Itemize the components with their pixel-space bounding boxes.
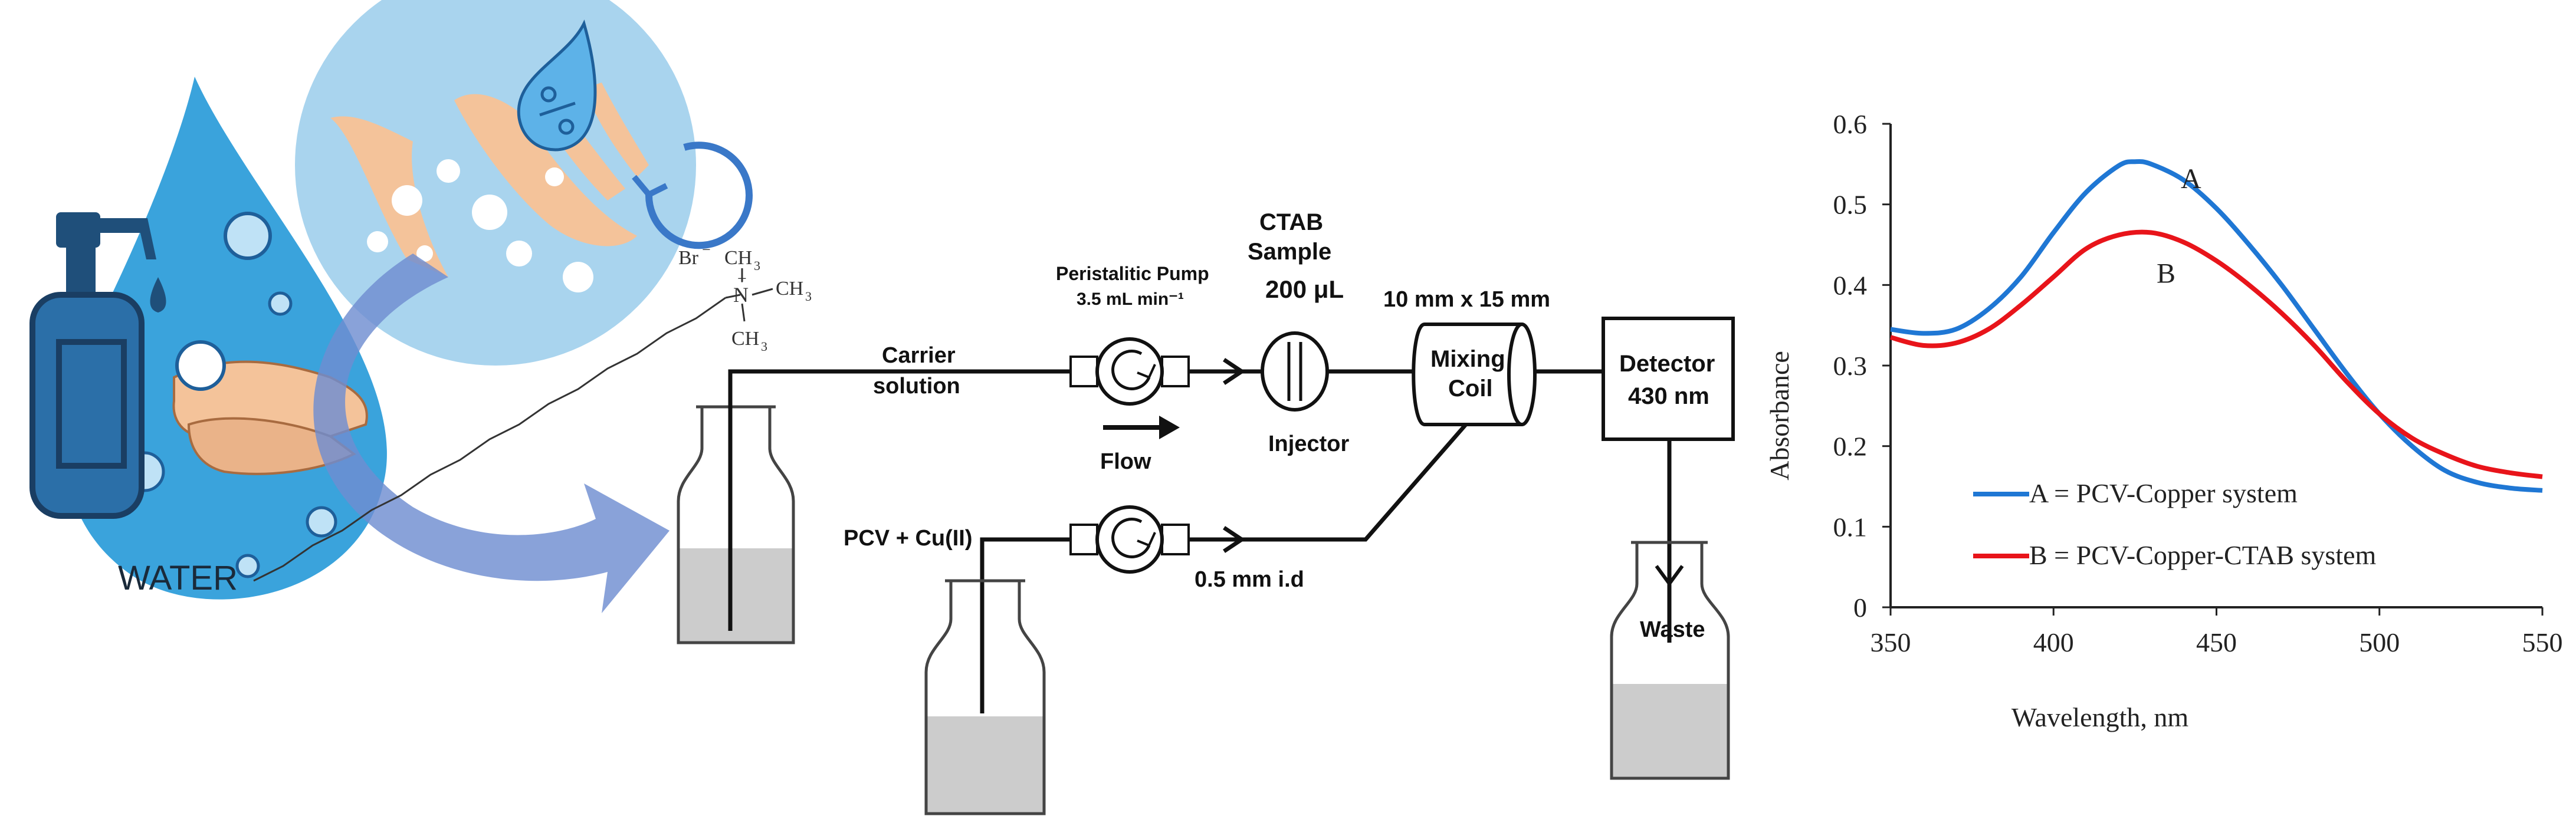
mixing-coil-label-line2: Coil bbox=[1448, 376, 1493, 402]
svg-text:3: 3 bbox=[761, 339, 767, 354]
x-tick-label: 350 bbox=[1871, 627, 1911, 657]
svg-text:CH: CH bbox=[731, 328, 759, 350]
waste-label: Waste bbox=[1640, 617, 1705, 642]
svg-text:CH: CH bbox=[724, 247, 752, 269]
reagent-label: PCV + Cu(II) bbox=[844, 526, 973, 551]
alkyl-chain bbox=[253, 297, 726, 582]
peristaltic-pump-lower bbox=[1069, 505, 1190, 574]
legend-entry: A = PCV-Copper system bbox=[2029, 478, 2298, 508]
refresh-icon bbox=[632, 142, 753, 249]
series-line-b bbox=[1889, 229, 2543, 479]
svg-text:3: 3 bbox=[754, 258, 760, 273]
x-axis-label: Wavelength, nm bbox=[2011, 702, 2189, 732]
detector-wavelength-label: 430 nm bbox=[1628, 383, 1709, 409]
x-tick-label: 400 bbox=[2033, 627, 2074, 657]
bubble-icon bbox=[268, 291, 293, 316]
rotation-icon bbox=[1111, 517, 1151, 558]
y-axis-label: Absorbance bbox=[1764, 351, 1794, 481]
injector bbox=[1261, 331, 1329, 412]
chart-ticks: 350 400 450 500 550 0 0.1 0.2 0.3 0.4 0.5 0.6 bbox=[1833, 109, 2563, 657]
methyl-group: CH 3 bbox=[724, 247, 760, 273]
waste-arrow-icon bbox=[1655, 565, 1684, 587]
fia-manifold: Carrier solution Peristalitic Pump 3.5 m… bbox=[677, 209, 1735, 815]
reagent-tubing bbox=[980, 537, 1071, 713]
bubble-icon bbox=[235, 554, 260, 578]
waste-bottle-icon bbox=[1610, 541, 1730, 780]
x-tick-label: 500 bbox=[2359, 627, 2400, 657]
y-tick-label: 0.6 bbox=[1833, 109, 1868, 139]
svg-text:CH: CH bbox=[776, 278, 803, 300]
arrow-head-icon bbox=[1223, 358, 1246, 385]
bromide-charge: − bbox=[702, 241, 711, 258]
peristaltic-pump-upper bbox=[1069, 337, 1190, 406]
svg-text:3: 3 bbox=[805, 289, 812, 304]
percent-drop-icon bbox=[517, 19, 597, 152]
water-label: WATER bbox=[118, 559, 238, 597]
x-tick-label: 550 bbox=[2522, 627, 2563, 657]
series-line-a bbox=[1890, 159, 2543, 493]
chart-legend: A = PCV-Copper system B = PCV-Copper-CTAB… bbox=[1973, 478, 2377, 570]
series-label-b: B bbox=[2157, 258, 2175, 289]
bromide-symbol: Br bbox=[678, 247, 699, 269]
tubing-diameter-label: 0.5 mm i.d bbox=[1195, 567, 1304, 592]
legend-entry: B = PCV-Copper-CTAB system bbox=[2029, 540, 2377, 570]
carrier-label: Carrier bbox=[882, 343, 956, 368]
y-tick-label: 0.3 bbox=[1833, 351, 1868, 381]
detector-label: Detector bbox=[1619, 351, 1715, 377]
y-tick-label: 0.4 bbox=[1833, 270, 1868, 300]
y-tick-label: 0 bbox=[1853, 593, 1867, 623]
carrier-tubing bbox=[728, 369, 1071, 631]
foam-bubbles bbox=[367, 159, 593, 292]
x-tick-label: 450 bbox=[2196, 627, 2237, 657]
nitrogen-symbol: N bbox=[733, 283, 749, 307]
mixing-coil bbox=[1412, 323, 1537, 426]
ctab-label: CTAB bbox=[1259, 209, 1323, 235]
y-tick-label: 0.1 bbox=[1833, 512, 1868, 542]
y-tick-label: 0.5 bbox=[1833, 190, 1868, 220]
sample-volume-label: 200 μL bbox=[1265, 275, 1344, 303]
series-label-a: A bbox=[2181, 163, 2201, 195]
carrier-bottle-icon bbox=[677, 405, 795, 644]
soap-bottle-icon bbox=[29, 212, 166, 519]
bubble-icon bbox=[306, 506, 337, 538]
hand-washing-illustration: WATER bbox=[29, 0, 753, 613]
methyl-group: CH 3 bbox=[731, 328, 767, 354]
carrier-label-line2: solution bbox=[873, 374, 960, 399]
pump-rate-label: 3.5 mL min⁻¹ bbox=[1077, 289, 1184, 309]
reagent-bottle-icon bbox=[924, 579, 1046, 815]
ctab-structure: Br − N + CH 3 CH 3 CH 3 bbox=[253, 241, 812, 582]
pump-label: Peristalitic Pump bbox=[1056, 263, 1209, 284]
flow-label: Flow bbox=[1100, 449, 1151, 474]
y-tick-label: 0.2 bbox=[1833, 432, 1868, 462]
sample-label: Sample bbox=[1248, 239, 1331, 265]
arrow-head-icon bbox=[1223, 526, 1246, 553]
bubble-icon bbox=[224, 212, 272, 260]
chart-axes bbox=[1889, 124, 2542, 608]
detector bbox=[1602, 317, 1735, 441]
mixing-coil-label: Mixing bbox=[1430, 346, 1505, 372]
rotation-icon bbox=[1111, 349, 1151, 390]
injector-label: Injector bbox=[1268, 432, 1349, 456]
curved-arrow-icon bbox=[313, 254, 670, 613]
chart-series: AB bbox=[1889, 159, 2543, 493]
methyl-group: CH 3 bbox=[776, 278, 812, 304]
coil-dimensions-label: 10 mm x 15 mm bbox=[1383, 287, 1550, 312]
